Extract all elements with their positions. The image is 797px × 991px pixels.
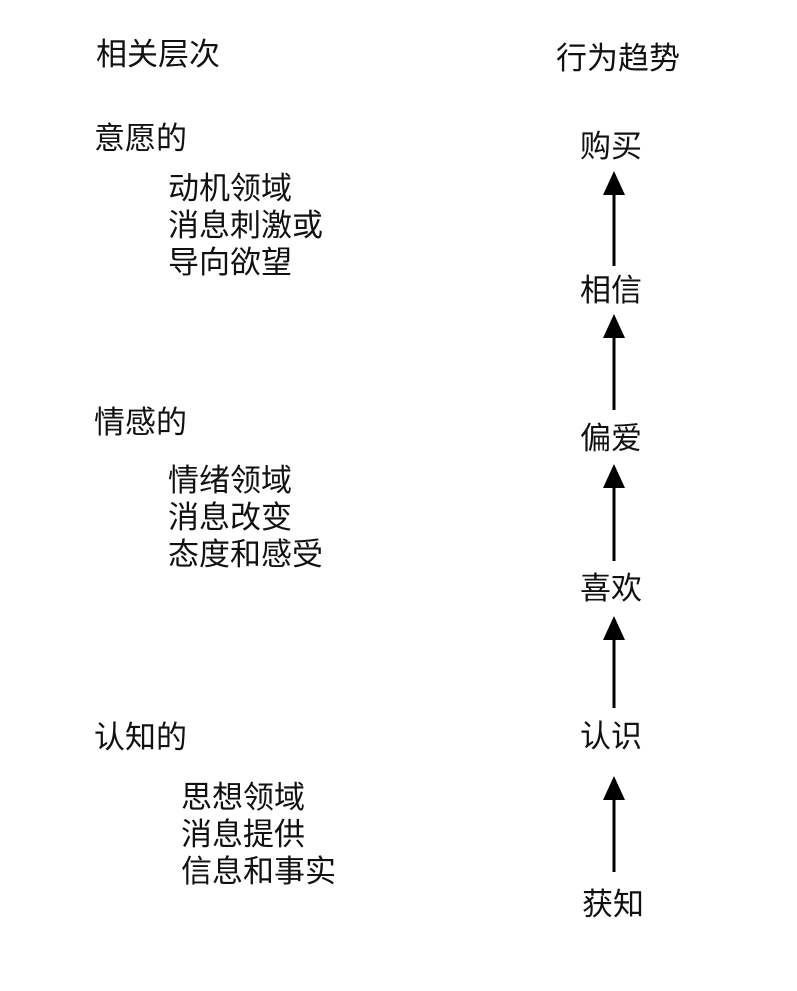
level-affective-title: 情感的 — [94, 405, 187, 441]
header-behavior-trend: 行为趋势 — [556, 41, 680, 77]
description-line: 动机领域 — [168, 171, 292, 207]
stage-preference: 偏爱 — [580, 421, 642, 457]
description-line: 信息和事实 — [181, 854, 336, 890]
description-line: 情绪领域 — [168, 463, 292, 499]
level-cognitive-title: 认知的 — [94, 720, 187, 756]
level-conative-title: 意愿的 — [94, 121, 187, 157]
arrow-liking-to-preference — [603, 464, 625, 561]
level-affective-description: 情绪领域 消息改变 态度和感受 — [168, 463, 323, 574]
stage-liking: 喜欢 — [580, 571, 642, 607]
level-cognitive-description: 思想领域 消息提供 信息和事实 — [181, 780, 336, 891]
description-line: 消息刺激或 — [168, 208, 323, 244]
arrow-conviction-to-purchase — [603, 171, 625, 266]
stage-purchase: 购买 — [580, 129, 642, 165]
arrow-preference-to-conviction — [603, 314, 625, 410]
stage-awareness: 获知 — [582, 887, 644, 923]
arrow-awareness-to-knowledge — [603, 776, 625, 872]
arrow-knowledge-to-liking — [603, 616, 625, 708]
description-line: 消息改变 — [168, 500, 292, 536]
level-conative-description: 动机领域 消息刺激或 导向欲望 — [168, 171, 323, 282]
description-line: 思想领域 — [181, 780, 305, 816]
description-line: 态度和感受 — [168, 537, 323, 573]
description-line: 消息提供 — [181, 817, 305, 853]
description-line: 导向欲望 — [168, 245, 292, 281]
stage-knowledge: 认识 — [580, 719, 642, 755]
header-relevant-levels: 相关层次 — [96, 37, 220, 73]
stage-conviction: 相信 — [580, 273, 642, 309]
